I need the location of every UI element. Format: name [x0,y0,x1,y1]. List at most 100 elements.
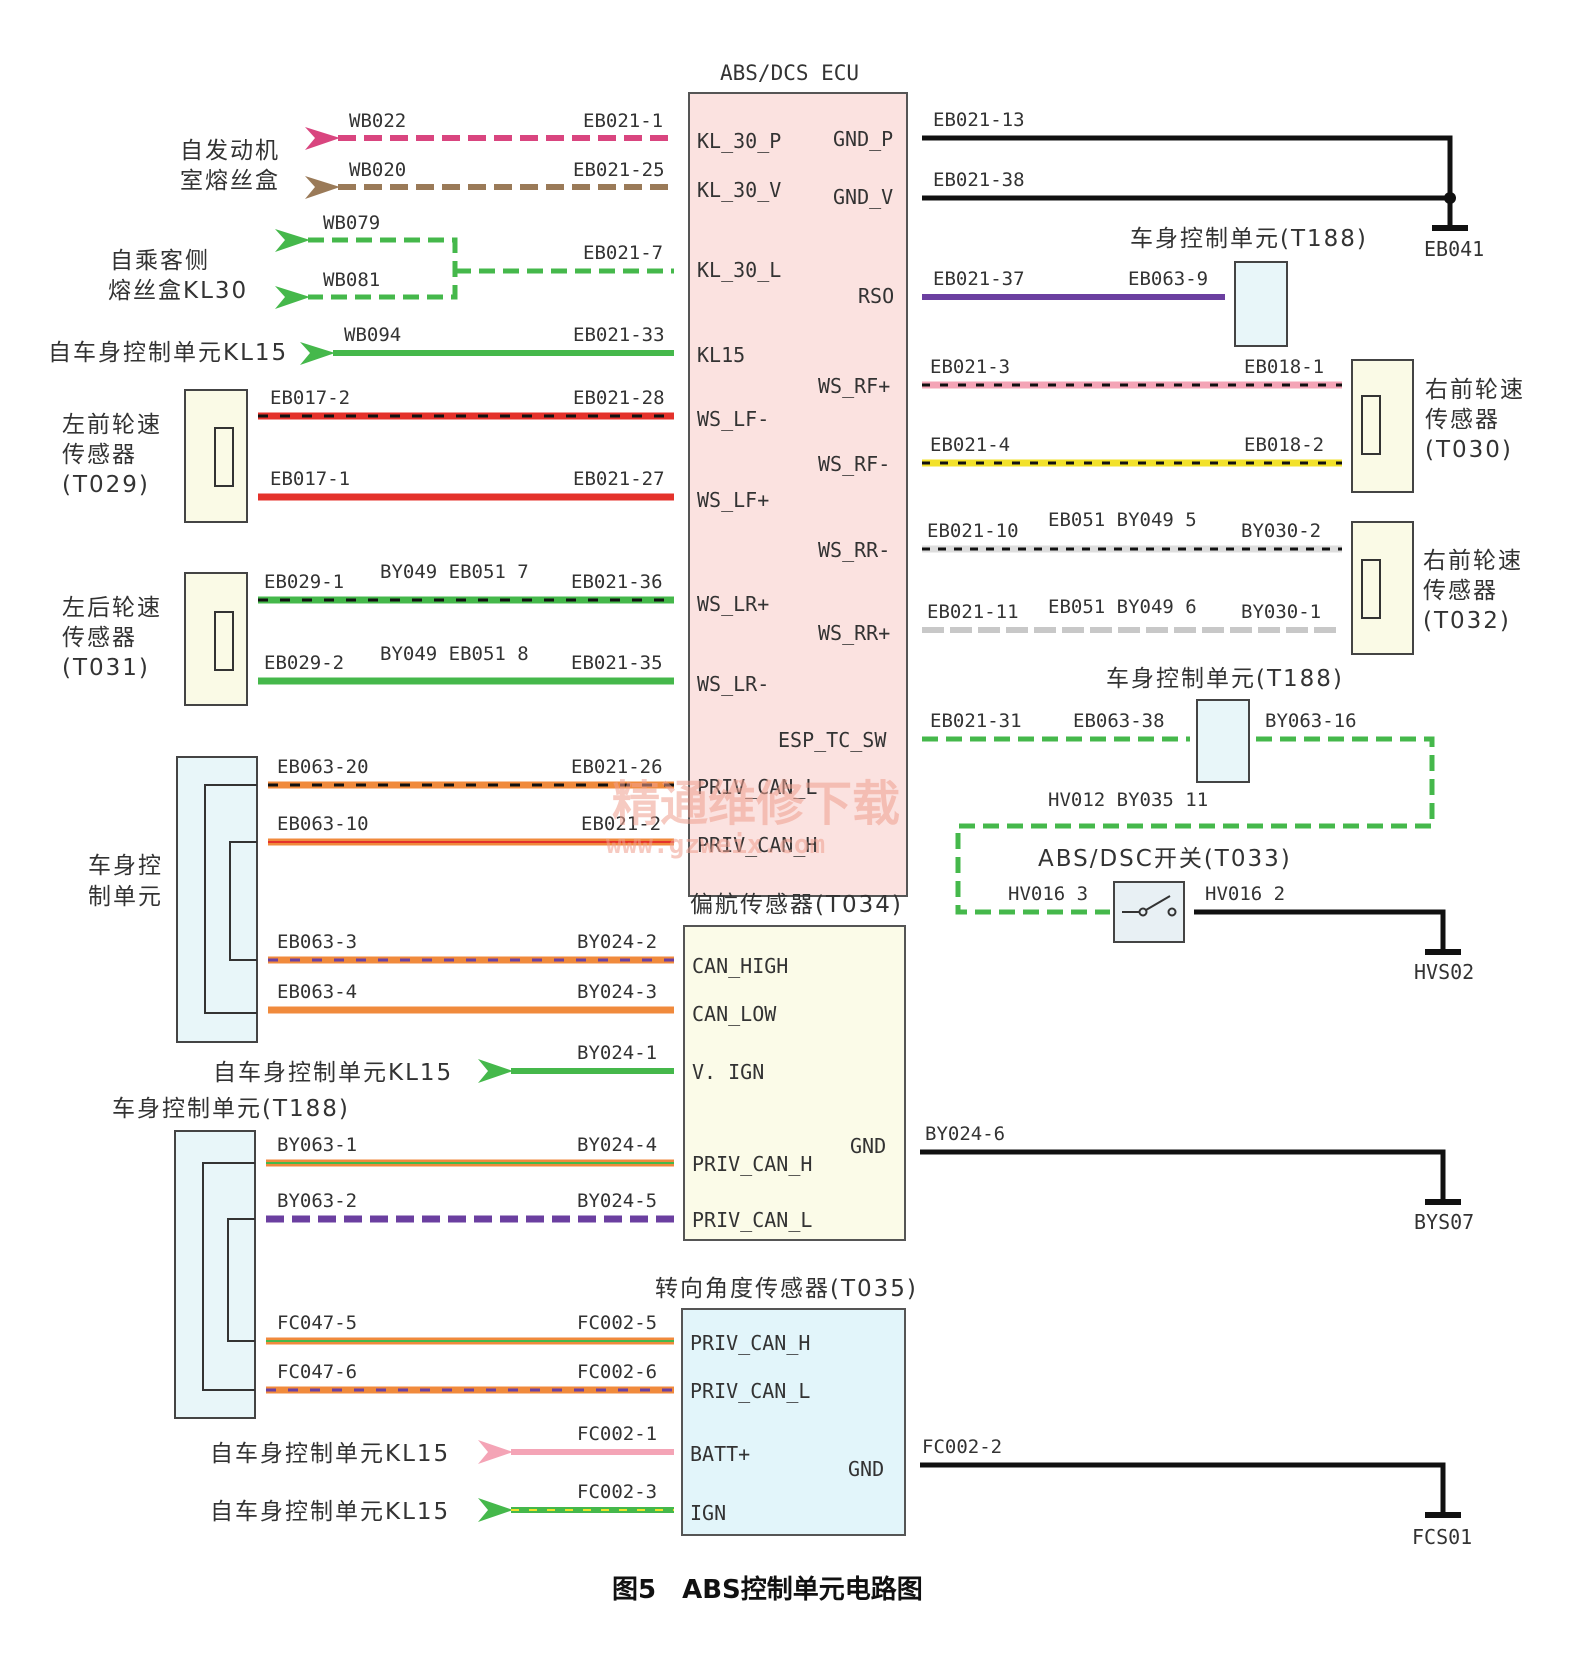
rf-sensor-element [1361,395,1381,455]
label-eb063-3: EB063-3 [277,931,357,953]
lr-sensor-element [214,611,234,671]
label-fc002-5: FC002-5 [577,1312,657,1334]
bcm-t188-box-1 [1234,261,1288,347]
bcm-label-line2: 制单元 [88,884,163,910]
label-fc047-5: FC047-5 [277,1312,357,1334]
label-eb017-1: EB017-1 [270,468,350,490]
label-by024-5: BY024-5 [577,1190,657,1212]
bcm-2-bus-outer [202,1162,255,1391]
junction-dot [1444,192,1456,204]
source-arrow-wb020 [305,176,340,199]
label-by024-1: BY024-1 [577,1042,657,1064]
label-by030-2: BY030-2 [1241,520,1321,542]
label-eb017-2: EB017-2 [270,387,350,409]
bcm-label-line1: 车身控 [88,853,163,879]
label-eb021-31: EB021-31 [930,710,1022,732]
label-eb051-by049-5: EB051 BY049 5 [1048,509,1197,531]
ecu-pin-ws-rf-minus: WS_RF- [818,452,890,476]
label-by063-2: BY063-2 [277,1190,357,1212]
label-eb021-13: EB021-13 [933,109,1025,131]
ecu-pin-priv-can-l: PRIV_CAN_L [697,775,817,799]
source-arrow-fc002-1 [478,1440,513,1464]
rf-sensor-line3: (T030) [1425,437,1513,463]
label-eb021-1: EB021-1 [583,110,663,132]
ecu-pin-ws-lr-plus: WS_LR+ [697,592,769,616]
source-arrow-fc002-3 [478,1498,513,1522]
figure-caption: 图5 ABS控制单元电路图 [612,1574,923,1605]
ecu-pin-rso: RSO [858,284,894,308]
label-eb021-3: EB021-3 [930,356,1010,378]
steer-sensor-title: 转向角度传感器(T035) [655,1276,918,1302]
yaw-sensor-box [683,925,906,1241]
rr-sensor-line1: 右前轮速 [1423,548,1523,574]
engine-fuse-line2: 室熔丝盒 [180,168,280,194]
bcm-box-2 [174,1130,256,1419]
label-wb094: WB094 [344,324,401,346]
label-by024-3: BY024-3 [577,981,657,1003]
label-wb081: WB081 [323,269,380,291]
ecu-pin-ws-lf-minus: WS_LF- [697,407,769,431]
source-arrow-by024-1 [478,1059,513,1083]
label-eb029-1: EB029-1 [264,571,344,593]
bcm-kl15-source: 自车身控制单元KL15 [48,340,288,366]
passenger-fuse-line1: 自乘客侧 [110,248,210,274]
source-arrow-wb081 [275,286,310,309]
label-eb018-2: EB018-2 [1244,434,1324,456]
wire-by063-16 [955,736,1435,915]
yaw-pin-can-low: CAN_LOW [692,1002,777,1026]
label-eb063-9: EB063-9 [1128,268,1208,290]
yaw-pin-gnd: GND [850,1134,886,1158]
label-wb020: WB020 [349,159,406,181]
label-hv016-3: HV016 3 [1008,883,1088,905]
label-eb063-4: EB063-4 [277,981,357,1003]
bcm-1-bus-outer [204,784,257,1014]
bcm-t188-box-2 [1196,699,1250,783]
ecu-pin-gnd-v: GND_V [833,185,893,209]
rf-sensor-line2: 传感器 [1425,407,1500,433]
label-eb051-by049-6: EB051 BY049 6 [1048,596,1197,618]
label-eb018-1: EB018-1 [1244,356,1324,378]
source-arrow-wb079 [275,229,310,252]
label-eb021-28: EB021-28 [573,387,665,409]
bcm-1-bus-inner [229,841,257,961]
passenger-fuse-line2: 熔丝盒KL30 [108,278,248,304]
bcm-2-bus-inner [227,1218,255,1342]
ecu-pin-ws-lr-minus: WS_LR- [697,672,769,696]
lf-sensor-line1: 左前轮速 [62,412,162,438]
steer-pin-priv-can-h: PRIV_CAN_H [690,1331,810,1355]
lf-sensor-element [214,427,234,487]
rf-sensor-line1: 右前轮速 [1425,377,1525,403]
yaw-pin-can-high: CAN_HIGH [692,954,788,978]
label-fc002-6: FC002-6 [577,1361,657,1383]
bcm-kl15-source-3: 自车身控制单元KL15 [210,1441,450,1467]
label-fc047-6: FC047-6 [277,1361,357,1383]
lr-sensor-line3: (T031) [62,655,150,681]
bcm-t188-right-1: 车身控制单元(T188) [1130,226,1368,252]
switch-blade-icon [1145,895,1171,911]
label-wb079: WB079 [323,212,380,234]
ecu-pin-ws-rr-minus: WS_RR- [818,538,890,562]
label-eb029-2: EB029-2 [264,652,344,674]
lf-sensor-line3: (T029) [62,472,150,498]
ground-hvs02: HVS02 [1414,960,1474,984]
ecu-pin-esp-tc-sw: ESP_TC_SW [778,728,887,752]
bcm-box-1 [176,756,258,1043]
source-arrow-wb094 [300,342,335,365]
ecu-pin-ws-rf-plus: WS_RF+ [818,374,890,398]
label-by049-eb051-8: BY049 EB051 8 [380,643,529,665]
label-eb021-36: EB021-36 [571,571,663,593]
ecu-pin-kl30p: KL_30_P [697,129,781,153]
steer-pin-priv-can-l: PRIV_CAN_L [690,1379,810,1403]
switch-contact-left [1138,907,1148,917]
ecu-pin-gnd-p: GND_P [833,127,893,151]
label-by063-1: BY063-1 [277,1134,357,1156]
label-eb021-27: EB021-27 [573,468,665,490]
ecu-pin-kl30v: KL_30_V [697,178,781,202]
yaw-pin-priv-can-h: PRIV_CAN_H [692,1152,812,1176]
yaw-sensor-title: 偏航传感器(T034) [690,892,903,918]
steer-pin-batt: BATT+ [690,1442,750,1466]
label-by024-6: BY024-6 [925,1123,1005,1145]
watermark-line2: www.gzweix.com [606,830,825,860]
bcm-t188-left: 车身控制单元(T188) [112,1096,350,1122]
